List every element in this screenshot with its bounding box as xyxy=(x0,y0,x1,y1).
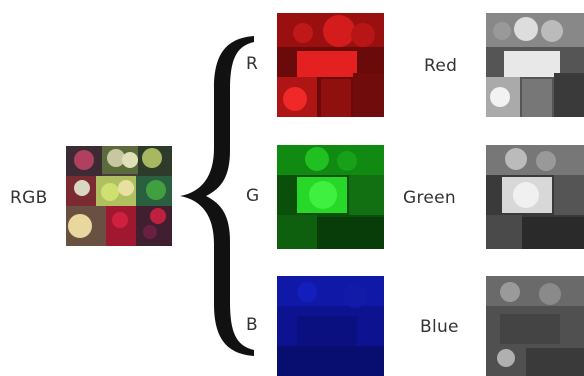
red-channel-image xyxy=(277,13,384,117)
grayscale-green-image xyxy=(486,145,584,249)
channel-letter-r: R xyxy=(246,54,259,74)
blue-channel-image xyxy=(277,276,384,376)
channel-letter-b: B xyxy=(246,315,258,335)
channel-letter-g: G xyxy=(246,186,260,206)
source-label: RGB xyxy=(10,188,48,208)
channel-name-green: Green xyxy=(403,188,456,208)
green-channel-image xyxy=(277,145,384,249)
channel-name-red: Red xyxy=(424,56,458,76)
curly-brace xyxy=(180,36,254,356)
grayscale-red-image xyxy=(486,13,584,117)
channel-name-blue: Blue xyxy=(420,317,459,337)
rgb-source-image xyxy=(66,146,172,246)
grayscale-blue-image xyxy=(486,276,584,376)
